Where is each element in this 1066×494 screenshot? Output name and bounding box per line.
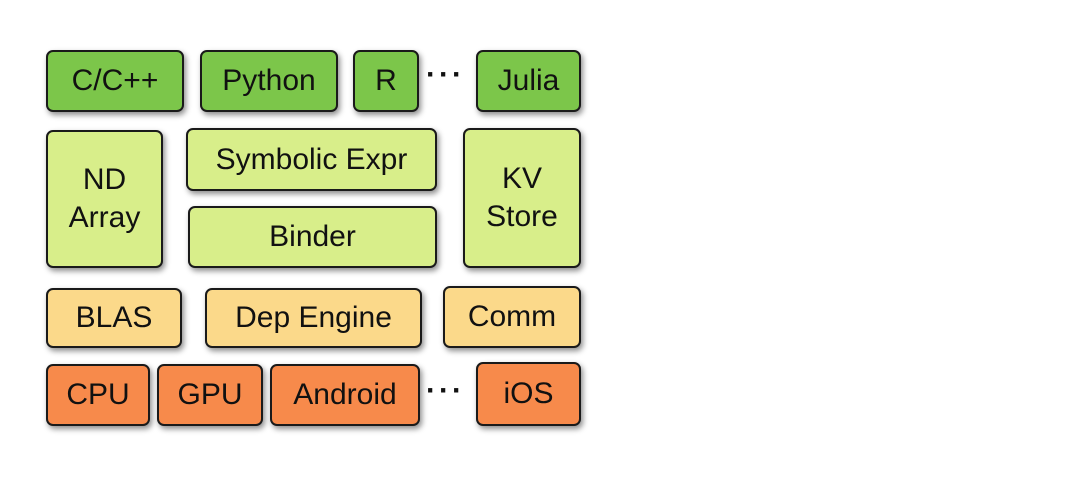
device-ellipsis: ··· bbox=[426, 374, 465, 407]
cpu-box: CPU bbox=[46, 364, 150, 426]
gpu-box: GPU bbox=[157, 364, 263, 426]
python-box: Python bbox=[200, 50, 338, 112]
language-ellipsis: ··· bbox=[426, 58, 465, 91]
android-box: Android bbox=[270, 364, 420, 426]
kv-store-box: KV Store bbox=[463, 128, 581, 268]
r-box: R bbox=[353, 50, 419, 112]
ios-box: iOS bbox=[476, 362, 581, 426]
comm-box: Comm bbox=[443, 286, 581, 348]
blas-box: BLAS bbox=[46, 288, 182, 348]
julia-box: Julia bbox=[476, 50, 581, 112]
nd-array-box: ND Array bbox=[46, 130, 163, 268]
binder-box: Binder bbox=[188, 206, 437, 268]
symbolic-expr-box: Symbolic Expr bbox=[186, 128, 437, 191]
dep-engine-box: Dep Engine bbox=[205, 288, 422, 348]
c-cpp-box: C/C++ bbox=[46, 50, 184, 112]
